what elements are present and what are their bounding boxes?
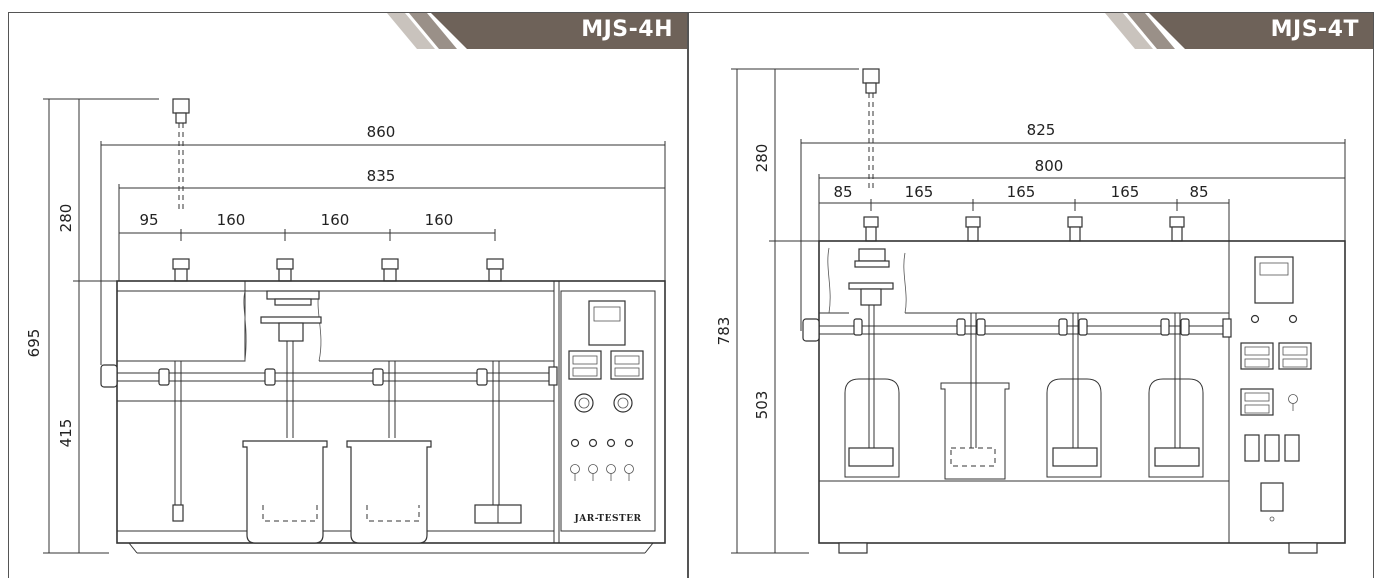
dim-spacing-3: 165 (1007, 183, 1036, 201)
panel-mjs-4t: MJS-4T 783 280 503 825 (688, 12, 1374, 578)
dim-base-height: 415 (57, 419, 75, 448)
dim-top-height: 280 (753, 144, 771, 173)
dim-overall-width: 825 (1027, 121, 1056, 139)
raised-shaft (172, 98, 190, 213)
dim-spacing-2: 165 (905, 183, 934, 201)
control-panel (1240, 256, 1312, 522)
dim-spacing-1: 95 (139, 211, 158, 229)
vertical-dimensions: 783 280 503 (715, 68, 859, 554)
dim-spacing-4: 160 (425, 211, 454, 229)
raised-shaft (862, 68, 880, 188)
model-tab: MJS-4H (387, 13, 687, 49)
control-panel: JAR-TESTER (560, 290, 656, 532)
model-tab: MJS-4T (1105, 13, 1373, 49)
beakers (242, 440, 432, 544)
panel-mjs-4h: MJS-4H 695 280 415 860 (8, 12, 688, 578)
dim-spacing-4: 165 (1111, 183, 1140, 201)
tab-shape (387, 13, 687, 49)
dim-base-height: 503 (753, 391, 771, 420)
dim-spacing-1: 85 (833, 183, 852, 201)
dim-overall-width: 860 (367, 123, 396, 141)
dim-spacing-5: 85 (1189, 183, 1208, 201)
dim-spacing-2: 160 (217, 211, 246, 229)
mjs-4t-drawing: 783 280 503 825 800 85 165 (715, 68, 1346, 554)
dim-total-height: 695 (25, 329, 43, 358)
dim-total-height: 783 (715, 317, 733, 346)
mjs-4h-drawing: 695 280 415 860 835 95 160 160 (25, 98, 666, 554)
jar-tester-label: JAR-TESTER (573, 514, 641, 524)
motor-heads (172, 258, 504, 282)
stirrer-rods (158, 290, 522, 524)
stirrer-rods (848, 305, 1200, 467)
motor-heads (863, 216, 1185, 242)
dim-inner-width: 835 (367, 167, 396, 185)
drive-assembly (848, 248, 894, 306)
dim-inner-width: 800 (1035, 157, 1064, 175)
horizontal-dimensions: 825 800 85 165 165 165 85 (800, 121, 1346, 331)
dim-top-height: 280 (57, 204, 75, 233)
dim-spacing-3: 160 (321, 211, 350, 229)
vertical-dimensions: 695 280 415 (25, 98, 159, 554)
tab-shape (1105, 13, 1373, 49)
horizontal-dimensions: 860 835 95 160 160 160 (100, 123, 666, 365)
jars (844, 378, 1204, 480)
model-name: MJS-4T (1270, 17, 1359, 42)
model-name: MJS-4H (581, 17, 673, 42)
